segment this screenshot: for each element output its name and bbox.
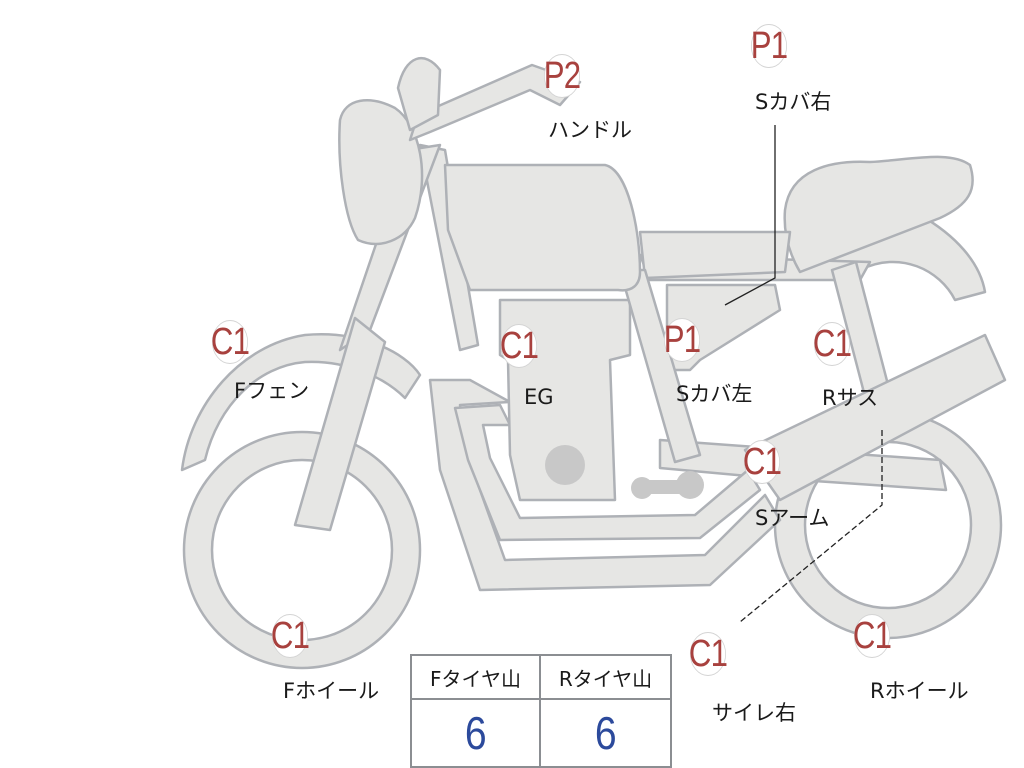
leader-p1-right [724,125,776,306]
footrest [631,471,704,499]
fork-lower [293,316,387,532]
rear-fender [808,213,987,302]
label-silencer-right: サイレ右 [712,701,796,725]
label-handle: ハンドル [548,118,632,142]
badge-c1-swingarm[interactable]: C1 [742,440,782,484]
front-tire-header: Fタイヤ山 [412,656,541,700]
label-front-wheel: Fホイール [283,679,380,703]
label-rear-wheel: Rホイール [870,679,969,703]
badge-c1-front-fender[interactable]: C1 [210,320,250,364]
rear-tire-header: Rタイヤ山 [541,656,670,700]
label-cover-left: Sカバ左 [676,382,753,406]
label-cover-right: Sカバ右 [755,90,832,114]
tire-tread-table: Fタイヤ山 Rタイヤ山 6 6 [410,654,672,768]
badge-p1-cover-left[interactable]: P1 [663,318,701,362]
badge-p1-cover-right[interactable]: P1 [750,24,788,68]
seat [783,155,974,274]
badge-c1-front-wheel[interactable]: C1 [270,614,310,658]
badge-c1-silencer-right[interactable]: C1 [688,632,728,676]
label-front-fender: Fフェン [234,379,310,403]
rear-tire-value[interactable]: 6 [594,707,617,759]
badge-c1-rear-suspension[interactable]: C1 [812,322,852,366]
front-tire-value[interactable]: 6 [464,707,487,759]
leader-silencer [739,430,883,623]
label-engine: EG [524,385,554,409]
badge-c1-engine[interactable]: C1 [499,324,539,368]
fuel-tank [443,163,642,292]
exhaust-pipe [428,378,782,592]
badge-p2-handle[interactable]: P2 [543,54,581,98]
label-swingarm: Sアーム [755,506,830,530]
badge-c1-rear-wheel[interactable]: C1 [852,614,892,658]
seat-base [638,230,792,280]
label-rear-suspension: Rサス [822,386,879,410]
headlight [338,99,424,246]
handlebar-clamp [396,57,442,132]
